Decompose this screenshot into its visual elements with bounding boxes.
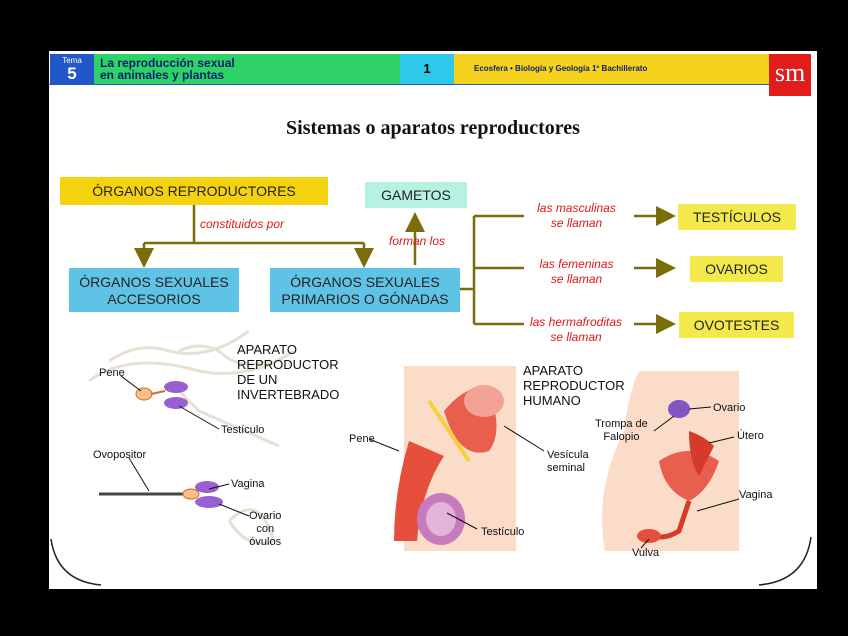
femeninas-line2: se llaman	[550, 272, 603, 286]
forman-label: forman los	[388, 234, 446, 248]
invertebrate-title-line3: DE UN	[237, 372, 278, 387]
vesicula-line2: seminal	[547, 462, 585, 474]
hermafroditas-line2: se llaman	[550, 330, 602, 344]
book-title: Ecosfera • Biología y Geología 1º Bachil…	[454, 54, 769, 84]
ovario-line1: Ovario	[249, 510, 282, 522]
unit-title: La reproducción sexual en animales y pla…	[94, 54, 400, 84]
human-male-illustration	[394, 366, 516, 551]
masculinas-line2: se llaman	[550, 216, 603, 230]
invertebrate-testiculo-label: Testículo	[221, 424, 265, 436]
ovario-line3: óvulos	[249, 536, 282, 548]
unit-title-line2: en animales y plantas	[100, 68, 225, 82]
invertebrate-title-line1: APARATO	[237, 342, 297, 357]
accesorios-line1: ÓRGANOS SEXUALES	[79, 274, 229, 290]
human-title-line2: REPRODUCTOR	[523, 378, 625, 393]
slide-title: Sistemas o aparatos reproductores	[286, 117, 580, 139]
human-title-line1: APARATO	[523, 363, 583, 378]
human-testiculo-label: Testículo	[481, 526, 525, 538]
trompa-label: Trompa de Falopio	[595, 418, 648, 444]
invertebrate-title-line2: REPRODUCTOR	[237, 357, 339, 372]
hermafroditas-label: las hermafroditas se llaman	[511, 315, 641, 345]
vulva-label: Vulva	[632, 547, 660, 559]
utero-label: Útero	[737, 430, 764, 442]
unit-title-line1: La reproducción sexual	[100, 56, 235, 70]
masculinas-label: las masculinas se llaman	[519, 201, 634, 231]
sm-logo: sm	[769, 54, 811, 96]
frame-curve-right	[758, 536, 812, 586]
femeninas-label: las femeninas se llaman	[519, 257, 634, 287]
vesicula-label: Vesícula seminal	[547, 449, 589, 475]
human-title: APARATO REPRODUCTOR HUMANO	[523, 363, 625, 408]
invertebrate-female-organs	[99, 481, 223, 508]
hermafroditas-line1: las hermafroditas	[529, 315, 623, 329]
primarios-line2: PRIMARIOS O GÓNADAS	[281, 291, 449, 307]
ovario-con-ovulos-label: Ovario con óvulos	[249, 510, 281, 549]
frame-curve-left	[50, 538, 102, 586]
invertebrate-male-organs	[135, 381, 188, 409]
page-number: 1	[400, 54, 454, 84]
tema-label: Tema	[62, 56, 82, 65]
human-female-illustration	[602, 371, 739, 551]
human-pene-label: Pene	[349, 433, 375, 445]
ovotestes-box: OVOTESTES	[679, 312, 794, 338]
vesicula-line1: Vesícula	[547, 449, 589, 461]
slide: Tema 5 La reproducción sexual en animale…	[49, 51, 817, 589]
femeninas-line1: las femeninas	[539, 257, 614, 271]
diagram-connectors	[50, 205, 812, 586]
ovario-line2: con	[256, 523, 275, 535]
accesorios-box: ÓRGANOS SEXUALES ACCESORIOS	[69, 268, 239, 312]
organos-reproductores-box: ÓRGANOS REPRODUCTORES	[60, 177, 328, 205]
constituidos-label: constituidos por	[199, 217, 285, 231]
primarios-line1: ÓRGANOS SEXUALES	[290, 274, 440, 290]
tema-badge: Tema 5	[50, 54, 94, 84]
invertebrate-vagina-label: Vagina	[231, 478, 265, 490]
invertebrate-pene-label: Pene	[99, 367, 125, 379]
gametos-box: GAMETOS	[365, 182, 467, 208]
invertebrate-title: APARATO REPRODUCTOR DE UN INVERTEBRADO	[237, 342, 339, 402]
ovopositor-label: Ovopositor	[93, 449, 147, 461]
human-ovario-label: Ovario	[713, 402, 746, 414]
invertebrate-title-line4: INVERTEBRADO	[237, 387, 340, 402]
tema-number: 5	[67, 64, 77, 83]
accesorios-line2: ACCESORIOS	[107, 291, 201, 307]
primarios-box: ÓRGANOS SEXUALES PRIMARIOS O GÓNADAS	[270, 268, 460, 312]
human-title-line3: HUMANO	[523, 393, 581, 408]
trompa-line1: Trompa de	[595, 418, 648, 430]
trompa-line2: Falopio	[603, 431, 640, 443]
human-vagina-label: Vagina	[739, 489, 773, 501]
ovarios-box: OVARIOS	[690, 256, 783, 282]
masculinas-line1: las masculinas	[537, 201, 616, 215]
header-divider	[49, 84, 769, 85]
testiculos-box: TESTÍCULOS	[678, 204, 796, 230]
invertebrate-illustration	[88, 329, 295, 545]
